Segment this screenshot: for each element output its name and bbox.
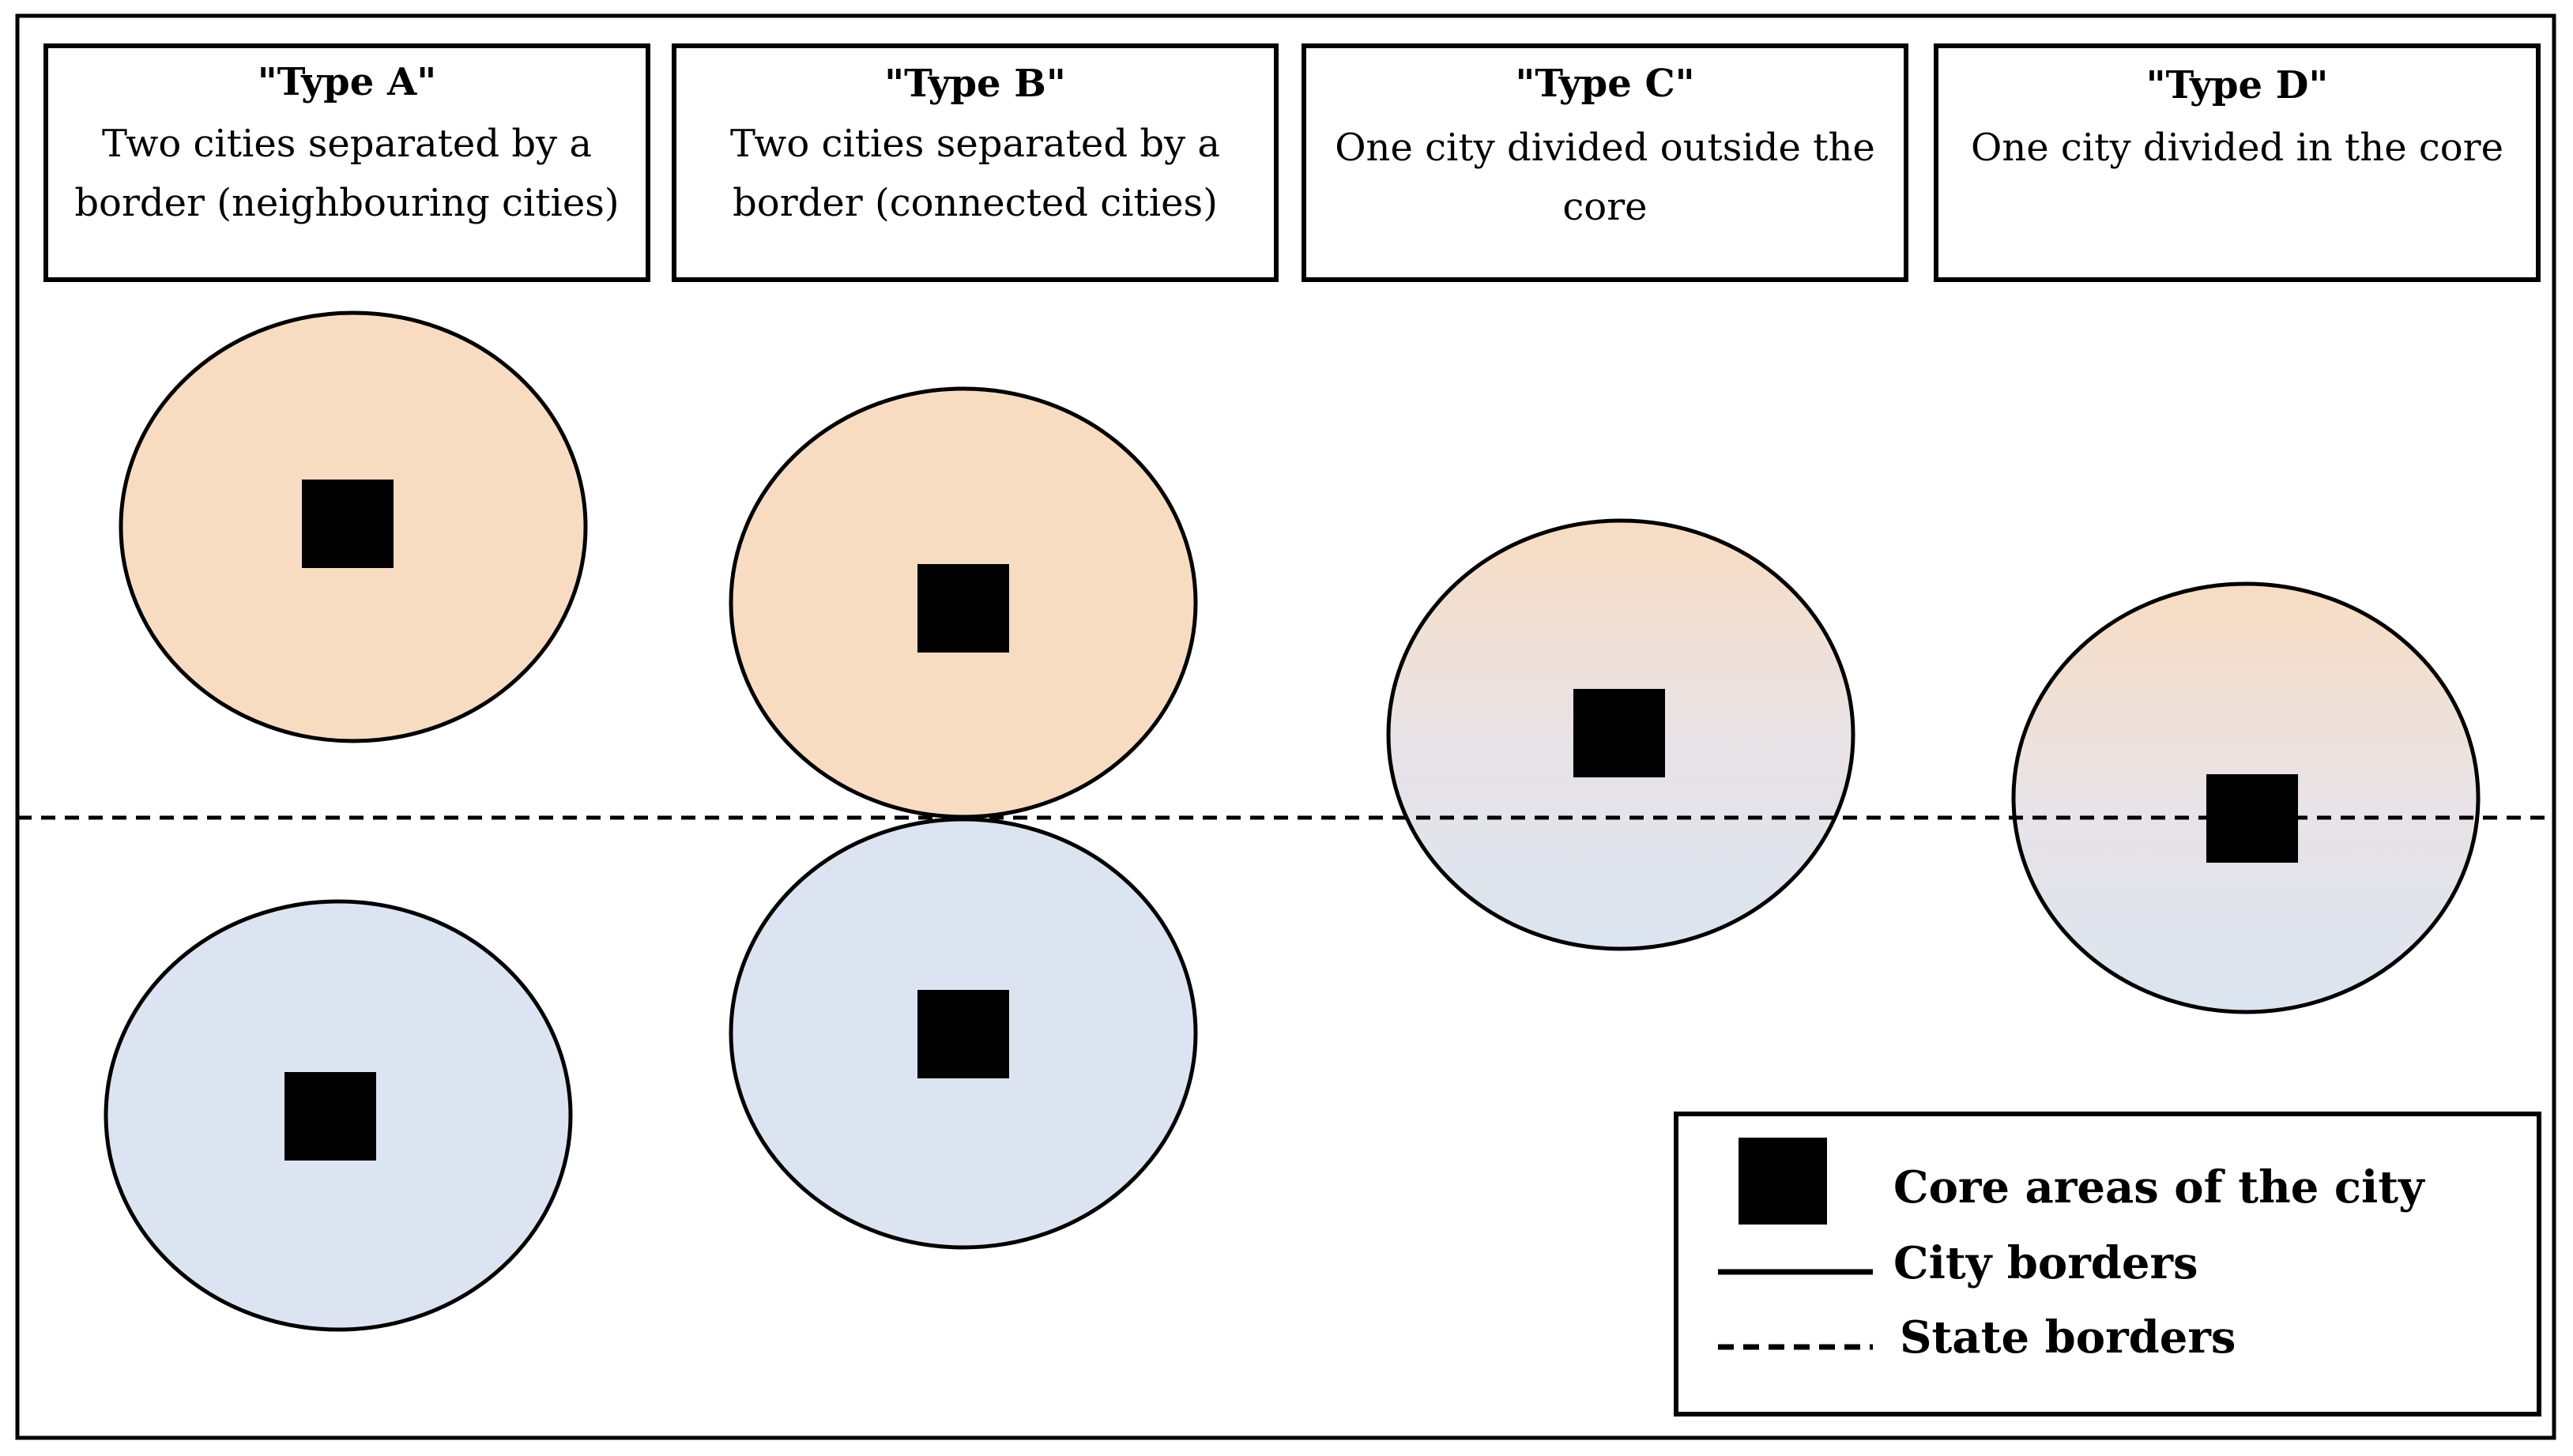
type-a-desc-line-1: Two cities separated by a <box>102 122 592 166</box>
type-a-header: "Type A" Two cities separated by a borde… <box>43 43 650 282</box>
type-a-desc-line-2: border (neighbouring cities) <box>74 181 619 225</box>
type-a-south-core <box>284 1072 376 1161</box>
type-b-header: "Type B" Two cities separated by a borde… <box>672 43 1279 282</box>
legend-core-label: Core areas of the city <box>1893 1161 2425 1213</box>
type-c-core <box>1573 689 1665 777</box>
type-b-title: "Type B" <box>884 62 1066 106</box>
legend-core-swatch <box>1739 1138 1827 1225</box>
type-d-header: "Type D" One city divided in the core <box>1934 43 2541 282</box>
legend-city-border-label: City borders <box>1893 1237 2198 1289</box>
type-a-north-core <box>302 480 394 568</box>
type-b-box <box>672 43 1279 282</box>
type-d-title: "Type D" <box>2146 63 2329 107</box>
type-c-title: "Type C" <box>1515 62 1694 106</box>
type-c-box <box>1302 43 1908 282</box>
type-b-north-core <box>917 564 1009 653</box>
type-d-desc-line-1: One city divided in the core <box>1971 126 2503 170</box>
type-c-desc-line-2: core <box>1562 185 1647 229</box>
legend-state-border-label: State borders <box>1900 1311 2236 1364</box>
type-a-box <box>43 43 650 282</box>
type-b-desc-line-2: border (connected cities) <box>733 181 1218 225</box>
type-b-desc-line-1: Two cities separated by a <box>730 122 1220 166</box>
type-a-title: "Type A" <box>258 60 436 104</box>
legend: Core areas of the city City borders Stat… <box>1674 1112 2541 1416</box>
type-d-box <box>1934 43 2541 282</box>
type-c-header: "Type C" One city divided outside the co… <box>1302 43 1908 282</box>
type-c-desc-line-1: One city divided outside the <box>1335 126 1875 170</box>
type-b-south-core <box>917 990 1009 1078</box>
